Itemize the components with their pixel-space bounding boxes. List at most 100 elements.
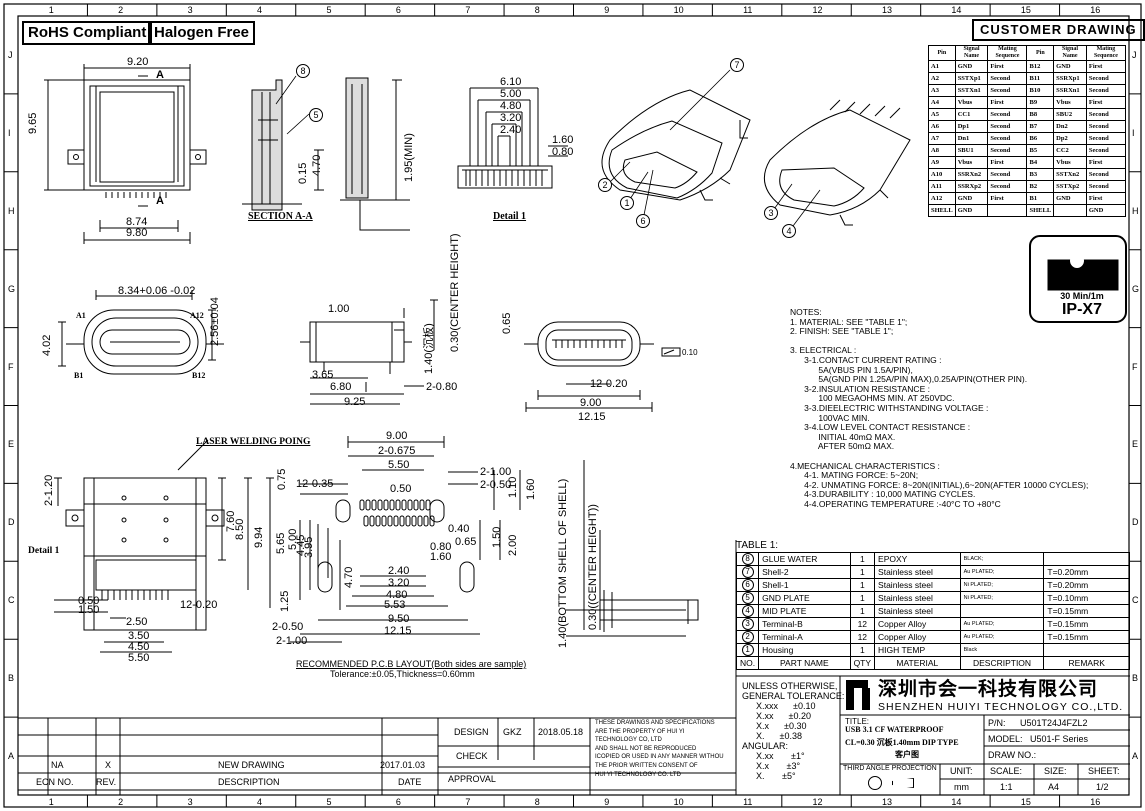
dim-label: 6.10 bbox=[500, 76, 522, 88]
pin-table-header: Mating Sequence bbox=[1085, 45, 1127, 61]
top-view bbox=[54, 439, 274, 653]
pin-table-header: Signal Name bbox=[954, 45, 989, 61]
revision-cell: NEW DRAWING bbox=[218, 760, 285, 770]
table-cell: Second bbox=[1085, 180, 1127, 193]
table-cell: GND bbox=[954, 192, 989, 205]
balloon-leaders bbox=[275, 69, 821, 231]
notes-block: NOTES:1. MATERIAL: SEE "TABLE 1";2. FINI… bbox=[790, 307, 1088, 509]
dim-label: 5.53 bbox=[384, 599, 406, 611]
border-col-label: 13 bbox=[881, 797, 892, 807]
design-date: 2018.05.18 bbox=[538, 727, 584, 737]
table-cell: 1 bbox=[849, 552, 876, 566]
designer: GKZ bbox=[503, 727, 522, 737]
note-line: 3-2.INSULATION RESISTANCE : bbox=[790, 383, 930, 394]
table-cell: First bbox=[987, 60, 1028, 73]
note-line: 3. ELECTRICAL : bbox=[790, 345, 857, 356]
end-view bbox=[58, 290, 224, 375]
dim-label: 2.56±0.04 bbox=[209, 297, 221, 346]
isometric-top bbox=[601, 89, 751, 201]
table-header: MATERIAL bbox=[874, 656, 961, 670]
dim-label: 1.60 bbox=[552, 134, 574, 146]
drawing-title-1: USB 3.1 CF WATERPROOF bbox=[845, 725, 944, 734]
ip-badge-frame bbox=[1029, 235, 1127, 323]
table-cell: First bbox=[1085, 96, 1127, 109]
pcb-pad bbox=[393, 515, 399, 527]
dim-label: 5.50 bbox=[128, 652, 150, 664]
design-label: DESIGN bbox=[454, 727, 489, 737]
pin-table-header: Pin bbox=[1026, 45, 1055, 61]
table-cell: EPOXY bbox=[874, 552, 961, 566]
table-cell: B12 bbox=[1026, 60, 1055, 73]
item-number-balloon: 1 bbox=[741, 644, 754, 656]
dim-label: 0.40 bbox=[448, 523, 470, 535]
title-block-lines bbox=[18, 540, 1130, 795]
table-cell: SSTXn2 bbox=[1053, 168, 1087, 181]
note-line: NOTES: bbox=[790, 307, 822, 317]
pcb-pad bbox=[411, 515, 417, 527]
table-cell: Au PLATED; bbox=[959, 630, 1045, 644]
table-cell: Vbus bbox=[954, 156, 989, 169]
note-line: 100 MEGAOHMS MIN. AT 250VDC. bbox=[790, 393, 955, 404]
dim-label: 9.65 bbox=[27, 112, 39, 134]
border-col-label: 14 bbox=[951, 5, 962, 15]
table-cell: Terminal-A bbox=[758, 630, 851, 644]
item-number-balloon: 2 bbox=[741, 631, 754, 643]
isometric-bottom bbox=[763, 99, 911, 226]
table-cell: T=0.15mm bbox=[1043, 630, 1130, 644]
table-cell: First bbox=[1085, 156, 1127, 169]
table-cell: Black bbox=[959, 643, 1045, 657]
note-line: 4-1. MATING FORCE: 5~20N; bbox=[790, 470, 919, 481]
table-cell bbox=[1043, 552, 1130, 566]
pcb-pad bbox=[365, 499, 371, 511]
bottom-side-view bbox=[566, 460, 699, 637]
table-cell: 3 bbox=[735, 617, 760, 631]
note-line: 4.MECHANICAL CHARACTERISTICS : bbox=[790, 460, 940, 471]
table-cell: GLUE WATER bbox=[758, 552, 851, 566]
pcb-pad bbox=[377, 499, 383, 511]
drawing-title-3: 客户图 bbox=[895, 750, 919, 759]
border-row-label: J bbox=[8, 49, 13, 60]
customer-drawing-badge: CUSTOMER DRAWING bbox=[972, 19, 1145, 41]
pcb-layout bbox=[290, 436, 521, 643]
border-row-label: C bbox=[8, 595, 15, 606]
table-cell: SSTXn1 bbox=[954, 84, 989, 97]
table-cell: Vbus bbox=[1053, 96, 1087, 109]
dim-label: 1.95(MIN) bbox=[403, 133, 415, 182]
dim-label: 9.50 bbox=[388, 613, 410, 625]
table-cell: Shell-1 bbox=[758, 578, 851, 592]
note-line: 4-3.DURABILITY : 10,000 MATING CYCLES. bbox=[790, 489, 976, 500]
flatness-label: 0.10 bbox=[682, 348, 698, 357]
dim-label: 5.00 bbox=[500, 88, 522, 100]
dim-label: 12.15 bbox=[578, 411, 606, 423]
scale-label: SCALE: bbox=[990, 766, 1023, 776]
dim-label: 0.65 bbox=[501, 312, 513, 334]
dim-label: 5.50 bbox=[388, 459, 410, 471]
table-cell: T=0.20mm bbox=[1043, 578, 1130, 592]
table-cell: 1 bbox=[849, 643, 876, 657]
border-col-label: 11 bbox=[743, 797, 753, 807]
dim-label: 4.80 bbox=[386, 589, 408, 601]
revision-cell: 2017.01.03 bbox=[380, 760, 426, 770]
pcb-pad bbox=[375, 515, 381, 527]
table-cell: 7 bbox=[735, 565, 760, 579]
pcb-pad bbox=[417, 515, 423, 527]
callout-balloon: 7 bbox=[730, 58, 744, 72]
angular-row: X. ±5° bbox=[756, 771, 796, 781]
table-cell: SSRXp2 bbox=[954, 180, 989, 193]
table-cell: Dn2 bbox=[1053, 120, 1087, 133]
table-cell: A9 bbox=[928, 156, 956, 169]
revision-cell: NA bbox=[51, 760, 64, 770]
table-cell: A2 bbox=[928, 72, 956, 85]
dim-label: 1.00 bbox=[328, 303, 350, 315]
table-cell: Shell-2 bbox=[758, 565, 851, 579]
dim-label: 3.50 bbox=[128, 630, 150, 642]
angular-row: X.x ±3° bbox=[756, 761, 801, 771]
table-cell: Second bbox=[1085, 72, 1127, 85]
border-col-label: 9 bbox=[604, 797, 610, 807]
table-cell: Second bbox=[1085, 132, 1127, 145]
company-logo bbox=[846, 680, 872, 710]
